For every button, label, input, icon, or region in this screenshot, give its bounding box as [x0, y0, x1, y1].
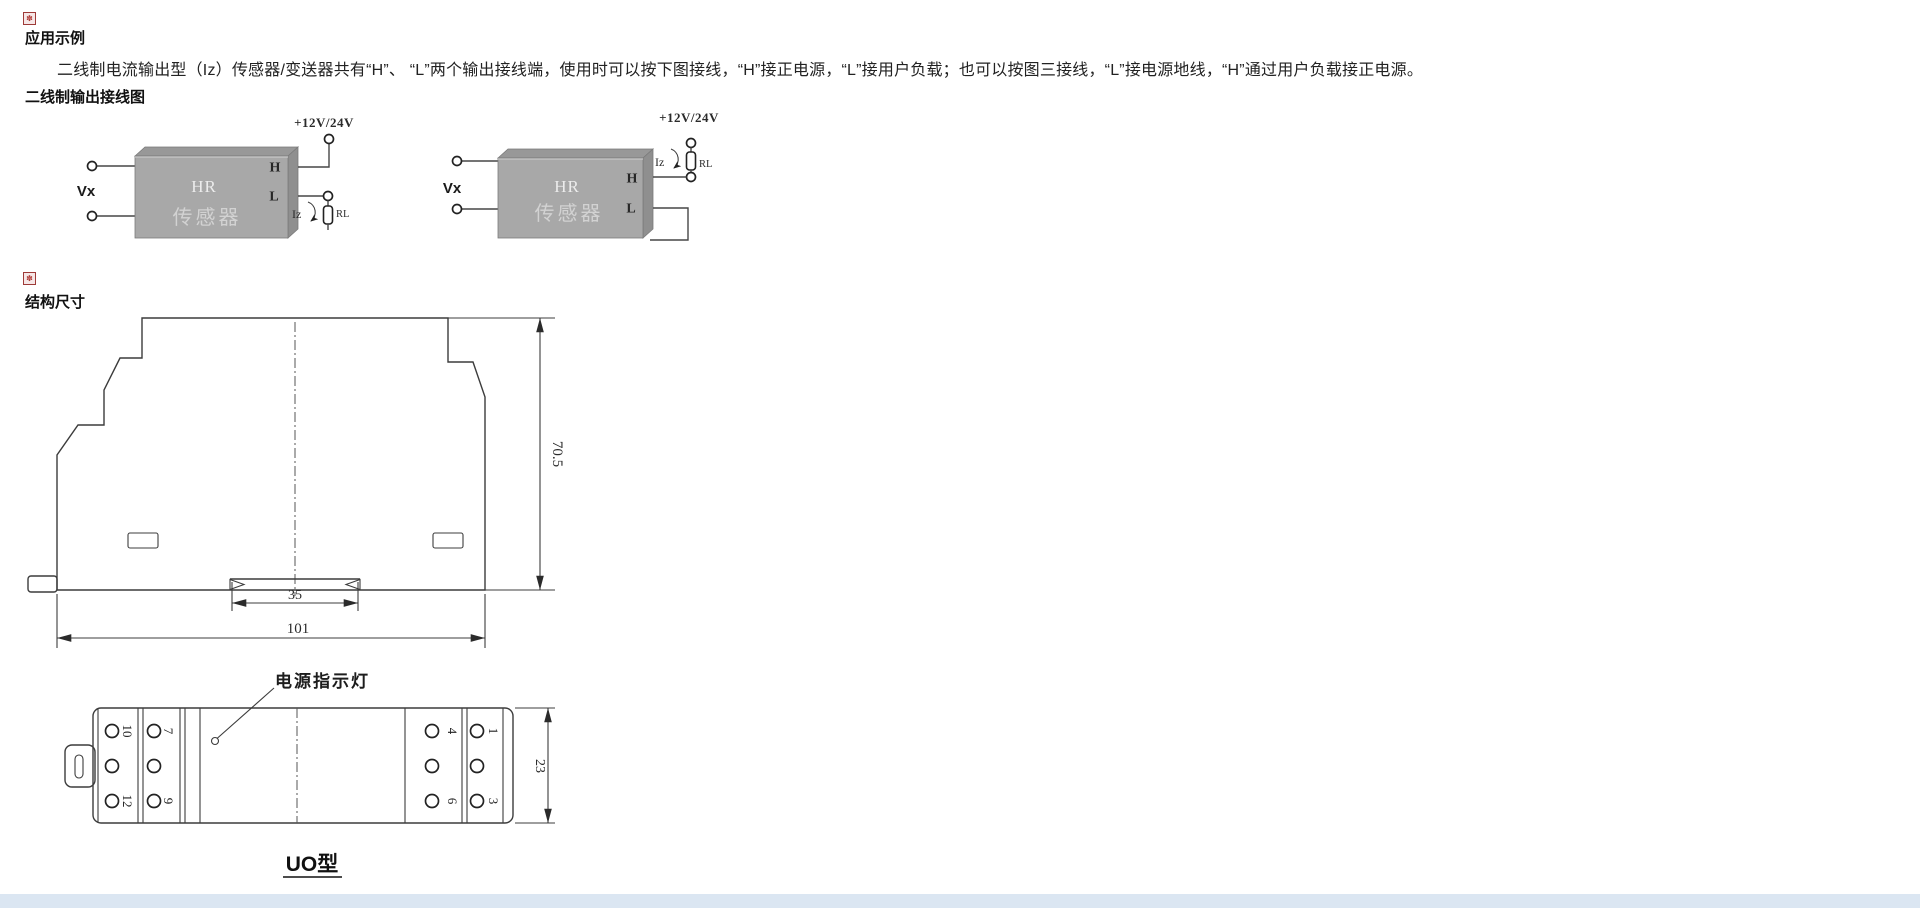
page-bottom-bar — [0, 894, 1920, 908]
wiring-diagram-1: Vx HR 传感器 H L +12V/24V — [77, 115, 354, 239]
supply-voltage-label: +12V/24V — [294, 115, 354, 130]
sensor-name-cn: 传感器 — [535, 202, 604, 225]
input-terminal-top — [86, 160, 98, 172]
two-wire-wiring-diagrams: Vx HR 传感器 H L +12V/24V — [77, 110, 719, 241]
dim-35-label: 35 — [288, 588, 302, 603]
sensor-name: HR — [191, 177, 217, 196]
load-resistor-label: RL — [699, 159, 712, 170]
input-voltage-label: Vx — [443, 180, 462, 197]
terminal-number-12: 12 — [120, 795, 135, 808]
terminal-number-6: 6 — [445, 798, 460, 805]
module-body — [92, 707, 514, 824]
load-wiring: RL Iz — [292, 190, 349, 230]
input-terminal-bottom — [86, 210, 98, 222]
model-label-group: UO型 — [283, 853, 342, 878]
terminal-numbers: 10 12 7 9 4 6 1 3 — [120, 725, 501, 808]
rail-notch — [229, 578, 361, 591]
terminal-screws — [104, 723, 485, 809]
power-led — [210, 736, 220, 746]
wiring-diagram-2: Vx HR 传感器 H L +12V/24V RL — [443, 110, 719, 241]
current-direction-arrow — [670, 148, 682, 169]
supply-terminal — [323, 133, 335, 145]
sensor-name: HR — [554, 177, 580, 196]
terminal-number-9: 9 — [161, 798, 176, 805]
model-label: UO型 — [286, 853, 339, 876]
l-terminal-label: L — [626, 202, 635, 217]
supply-terminal — [685, 137, 697, 149]
power-led-callout: 电源指示灯 — [210, 671, 370, 746]
current-label: Iz — [655, 155, 664, 169]
mount-slot-right — [432, 532, 464, 549]
terminal-number-1: 1 — [486, 728, 501, 735]
input-terminal-bottom — [451, 203, 463, 215]
terminal-number-4: 4 — [445, 728, 460, 735]
input-terminal-top — [451, 155, 463, 167]
input-voltage-label: Vx — [77, 183, 96, 200]
din-clip — [64, 744, 96, 788]
l-terminal-label: L — [269, 190, 278, 205]
current-direction-arrow — [307, 201, 319, 222]
terminal-block-dividers — [97, 708, 504, 823]
h-terminal-label: H — [270, 161, 281, 176]
dimension-height: 70.5 — [448, 317, 565, 591]
section-title-structure: 结构尺寸 — [25, 294, 86, 311]
terminal-number-7: 7 — [161, 728, 176, 735]
structure-profile-drawing: 35 101 70.5 — [27, 317, 565, 648]
wiring-diagram-subtitle: 二线制输出接线图 — [25, 89, 146, 106]
h-terminal-label: H — [627, 172, 638, 187]
dimension-total-width: 101 — [56, 594, 486, 648]
app-example-description: 二线制电流输出型（Iz）传感器/变送器共有“H”、 “L”两个输出接线端，使用时… — [57, 62, 1424, 79]
terminal-number-10: 10 — [120, 725, 135, 738]
mount-slot-left — [127, 532, 159, 549]
terminal-number-3: 3 — [486, 798, 501, 805]
sensor-name-cn: 传感器 — [173, 206, 242, 229]
dimension-rail-width: 35 — [231, 582, 359, 611]
section-marker-icon: ✽ — [23, 272, 36, 285]
marker-glyph: ✽ — [26, 273, 33, 283]
load-resistor-label: RL — [336, 209, 349, 220]
section-marker-icon: ✽ — [23, 12, 36, 25]
supply-voltage-label: +12V/24V — [659, 110, 719, 125]
l-ground-wire — [650, 207, 689, 241]
dimension-body-height: 23 — [515, 707, 555, 824]
profile-outline — [56, 317, 486, 591]
structure-bottom-view-drawing: 10 12 7 9 4 6 1 3 电源指示灯 23 UO型 — [64, 671, 555, 878]
marker-glyph: ✽ — [26, 13, 33, 23]
h-wire-terminal — [685, 171, 697, 183]
dim-101-label: 101 — [287, 621, 310, 637]
dim-70-5-label: 70.5 — [549, 441, 565, 467]
section-title-app-example: 应用示例 — [25, 30, 86, 47]
power-led-label: 电源指示灯 — [275, 671, 370, 691]
sensor-box: HR 传感器 H L — [133, 146, 300, 239]
sensor-box: HR 传感器 H L — [496, 148, 655, 239]
load-resistor — [685, 151, 697, 171]
supply-load-wiring: +12V/24V RL Iz — [653, 110, 719, 183]
din-rail-tab — [27, 575, 58, 593]
dim-23-label: 23 — [532, 759, 547, 773]
load-resistor — [322, 205, 334, 225]
load-terminal — [322, 190, 334, 202]
current-label: Iz — [292, 207, 301, 221]
supply-wiring: +12V/24V — [294, 115, 354, 168]
